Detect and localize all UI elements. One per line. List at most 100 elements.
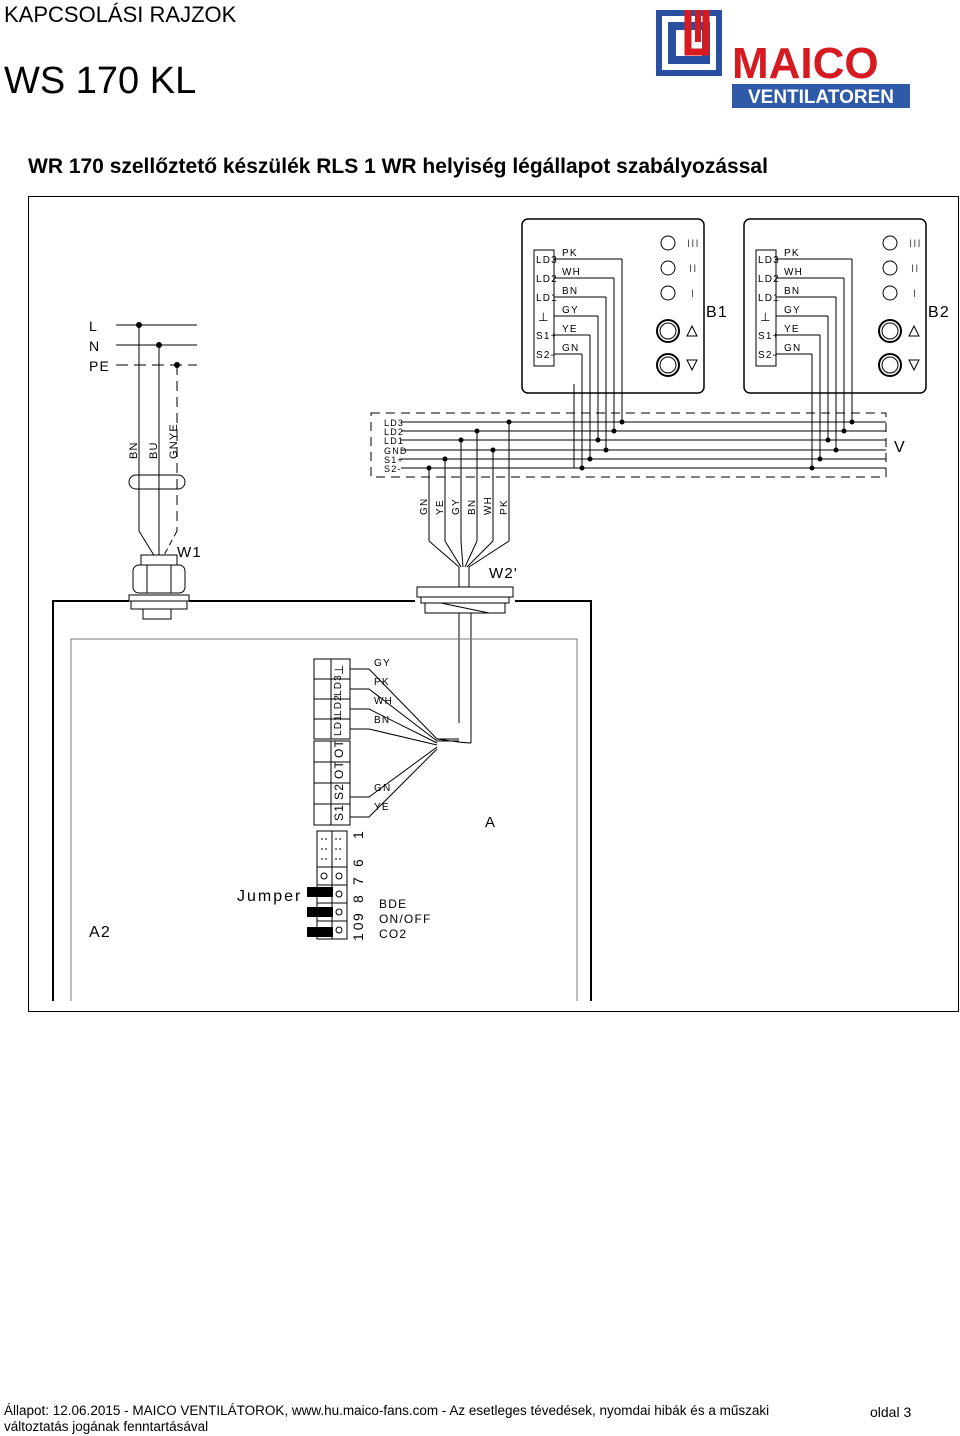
unit-wire-gy: GY bbox=[374, 658, 391, 669]
b2-stage-2: II bbox=[911, 263, 920, 275]
b1-wire-bn: BN bbox=[562, 286, 578, 297]
b1-terminal-s1: S1+ bbox=[536, 331, 558, 342]
mains-label-n: N bbox=[89, 338, 100, 354]
b1-wire-wh: WH bbox=[562, 267, 581, 278]
b1-wire-pk: PK bbox=[562, 248, 578, 259]
w2-wire-gn: GN bbox=[419, 498, 430, 515]
maico-logo: MAICO VENTILATOREN bbox=[656, 10, 910, 108]
b2-terminal-gnd: ⊥ bbox=[760, 310, 772, 324]
w2-wires bbox=[428, 422, 510, 743]
bus-v bbox=[370, 412, 887, 478]
terminal-block-1 bbox=[313, 658, 351, 740]
b1-terminal-gnd: ⊥ bbox=[538, 310, 550, 324]
mains-label-l: L bbox=[89, 318, 98, 334]
w2-wire-ye: YE bbox=[435, 499, 446, 515]
b2-wire-bn: BN bbox=[784, 286, 800, 297]
b2-stage-1: I bbox=[913, 288, 917, 300]
w2-wire-wh: WH bbox=[483, 496, 494, 515]
bus-line-s1: S1+ bbox=[384, 455, 404, 465]
w2-wire-pk: PK bbox=[499, 499, 510, 515]
bus-line-s2: S2- bbox=[384, 464, 402, 474]
b2-wire-pk: PK bbox=[784, 248, 800, 259]
b2-terminal-ld1: LD1 bbox=[758, 293, 780, 304]
jumper-num-1: 1 bbox=[350, 830, 366, 839]
jumper-fn-onoff: ON/OFF bbox=[379, 912, 432, 926]
footer-text: Állapot: 12.06.2015 - MAICO VENTILÁTOROK… bbox=[4, 1403, 770, 1434]
b1-stage-3: III bbox=[687, 238, 700, 250]
cable-gland-w2 bbox=[416, 586, 514, 614]
unit-wire-ye: YE bbox=[374, 802, 390, 813]
b2-wire-wh: WH bbox=[784, 267, 803, 278]
w2-wire-gy: GY bbox=[451, 498, 462, 515]
jumper-num-9: 9 bbox=[350, 912, 366, 921]
diagram-subtitle: WR 170 szellőztető készülék RLS 1 WR hel… bbox=[28, 155, 768, 178]
jumper-cap-2 bbox=[307, 907, 333, 917]
b1-wire-ye: YE bbox=[562, 324, 578, 335]
jumper-fn-bde: BDE bbox=[379, 897, 407, 911]
wiring-diagram: L N PE BN BU GNYE W1 LD3 LD2 LD1 GND S1+… bbox=[28, 196, 959, 1012]
jumper-cap-1 bbox=[307, 887, 333, 897]
section-title: KAPCSOLÁSI RAJZOK bbox=[4, 2, 237, 27]
page-number: oldal 3 bbox=[870, 1404, 912, 1420]
terminal-s2: S2 bbox=[332, 783, 346, 800]
wire-label-bn: BN bbox=[128, 441, 140, 459]
jumper-num-10: 10 bbox=[350, 919, 366, 941]
unit-wire-pk: PK bbox=[374, 677, 390, 688]
cable-label-w2: W2' bbox=[489, 565, 518, 582]
jumper-num-6: 6 bbox=[350, 858, 366, 867]
cable-label-w1: W1 bbox=[177, 544, 202, 561]
terminal-s1: S1 bbox=[332, 804, 346, 821]
b1-label: B1 bbox=[706, 304, 728, 321]
bus-line-gnd: GND bbox=[384, 446, 408, 456]
wire-label-gnye: GNYE bbox=[168, 423, 180, 459]
b2-terminal-s1: S1+ bbox=[758, 331, 780, 342]
bus-line-ld3: LD3 bbox=[384, 418, 404, 428]
unit-label-a: A bbox=[485, 814, 496, 831]
b1-wire-gy: GY bbox=[562, 305, 579, 316]
unit-wire-gn: GN bbox=[374, 783, 391, 794]
b2-label: B2 bbox=[928, 304, 950, 321]
mains-label-pe: PE bbox=[89, 358, 110, 374]
cable-gland-w1 bbox=[128, 554, 190, 620]
b2-stage-3: III bbox=[909, 238, 922, 250]
terminal-ld3: LD3 bbox=[333, 674, 344, 696]
terminal-block-2 bbox=[313, 740, 351, 826]
jumper-block bbox=[316, 830, 348, 940]
b1-terminal-ld3: LD3 bbox=[536, 255, 558, 266]
controller-b2 bbox=[743, 218, 927, 471]
model-title: WS 170 KL bbox=[4, 60, 197, 102]
w2-wire-bn: BN bbox=[467, 499, 478, 515]
jumper-num-8: 8 bbox=[350, 894, 366, 903]
bus-label-v: V bbox=[894, 439, 906, 456]
unit-wire-bn: BN bbox=[374, 715, 390, 726]
terminal-ot-1: OT bbox=[332, 760, 346, 779]
jumper-cap-3 bbox=[307, 927, 333, 937]
unit-label-a2: A2 bbox=[89, 924, 111, 941]
jumper-num-7: 7 bbox=[350, 876, 366, 885]
b2-wire-gn: GN bbox=[784, 343, 801, 354]
bus-line-ld1: LD1 bbox=[384, 436, 404, 446]
b1-stage-1: I bbox=[691, 288, 695, 300]
b2-wire-ye: YE bbox=[784, 324, 800, 335]
b2-terminal-ld2: LD2 bbox=[758, 274, 780, 285]
bus-line-ld2: LD2 bbox=[384, 427, 404, 437]
controller-b1 bbox=[521, 218, 705, 471]
jumper-fn-co2: CO2 bbox=[379, 927, 407, 941]
unit-wires bbox=[350, 668, 472, 818]
b1-terminal-ld2: LD2 bbox=[536, 274, 558, 285]
b1-wire-gn: GN bbox=[562, 343, 579, 354]
terminal-ot-2: OT bbox=[332, 739, 346, 758]
mains-lines bbox=[116, 324, 197, 558]
unit-housing bbox=[52, 600, 592, 1001]
terminal-ld2: LD2 bbox=[333, 694, 344, 716]
b2-terminal-ld3: LD3 bbox=[758, 255, 780, 266]
b1-terminal-ld1: LD1 bbox=[536, 293, 558, 304]
logo-brand: MAICO bbox=[732, 39, 879, 88]
b2-wire-gy: GY bbox=[784, 305, 801, 316]
b2-terminal-s2: S2- bbox=[758, 350, 777, 361]
terminal-gnd: ⊥ bbox=[332, 663, 346, 675]
b1-terminal-s2: S2- bbox=[536, 350, 555, 361]
wire-label-bu: BU bbox=[148, 441, 160, 459]
b1-stage-2: II bbox=[689, 263, 698, 275]
jumper-label: Jumper bbox=[237, 888, 302, 905]
